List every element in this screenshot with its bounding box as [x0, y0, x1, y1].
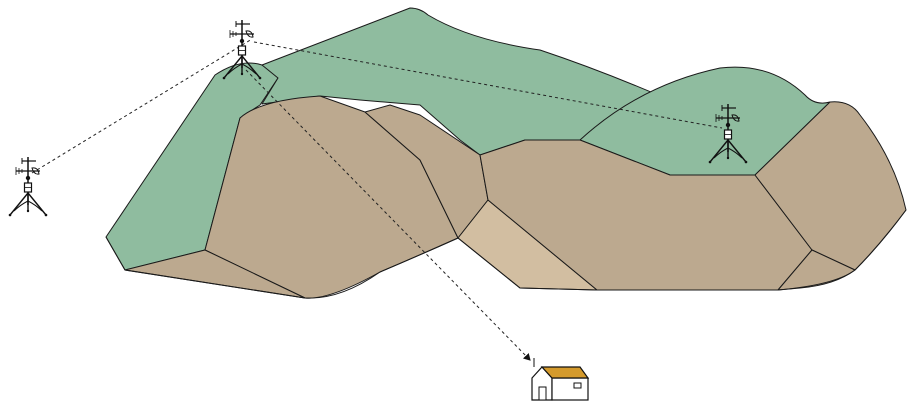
weather-station-icon: [7, 156, 49, 218]
house-icon: [531, 358, 590, 401]
link-left-to-summit: [31, 38, 253, 174]
green-slope-right: [579, 66, 831, 176]
mountain-terrain: [105, 7, 907, 299]
radio-links: [31, 38, 723, 361]
link-summit-to-right: [253, 41, 723, 129]
weather-station-left: [7, 156, 49, 218]
terrain-base-outline: [105, 209, 907, 299]
link-summit-to-house: [245, 69, 531, 361]
